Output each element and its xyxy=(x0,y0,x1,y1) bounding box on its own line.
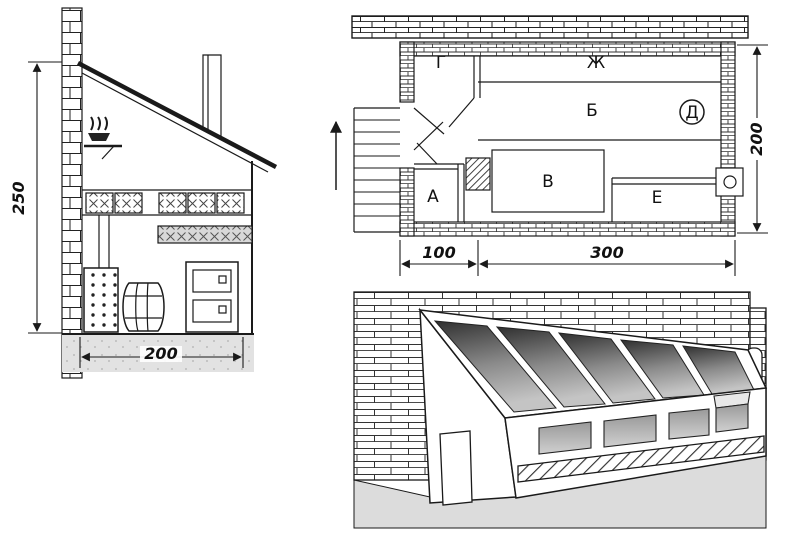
window-1 xyxy=(538,421,592,455)
site-wall-band xyxy=(351,15,749,39)
room-label-b: Б xyxy=(586,101,598,121)
roof-glass-panels xyxy=(433,320,755,413)
plan-depth-dimension: 200 xyxy=(737,44,768,234)
floor-plan: Г Ж Б Д А В Е 200 100 300 xyxy=(330,15,768,276)
plan-partitions xyxy=(413,56,744,222)
plan-width-dimensions: 100 300 xyxy=(399,240,736,276)
dim-label-depth: 200 xyxy=(747,122,766,155)
drawer-cabinet xyxy=(185,261,239,333)
dim-label-entry: 100 xyxy=(422,243,455,262)
insulation-blocks xyxy=(85,192,245,214)
ceiling-slab xyxy=(157,225,253,244)
room-label-a: А xyxy=(427,187,439,207)
vent-window xyxy=(715,403,749,433)
section-view: 250 200 xyxy=(9,7,278,379)
width-dimension: 200 xyxy=(79,337,244,368)
height-dimension: 250 xyxy=(9,61,62,334)
room-label-d: Д xyxy=(685,103,698,123)
plan-outer-walls xyxy=(399,41,736,237)
dim-label-main: 300 xyxy=(590,243,623,262)
brick-wall xyxy=(61,7,83,379)
heater-right xyxy=(715,167,744,197)
stove xyxy=(83,267,119,333)
window-3 xyxy=(668,408,710,440)
front-windows xyxy=(538,391,751,455)
water-barrel xyxy=(122,282,165,332)
room-label-zh: Ж xyxy=(587,53,605,73)
stairs xyxy=(353,107,400,233)
chimney xyxy=(202,54,222,139)
entrance-door xyxy=(439,430,473,506)
roof-underside xyxy=(81,72,269,173)
decor-band xyxy=(517,435,765,483)
window-2 xyxy=(603,414,657,448)
room-d-circle xyxy=(679,99,705,125)
perspective-view xyxy=(353,291,768,529)
room-label-v: В xyxy=(542,172,554,192)
roof-slope xyxy=(76,61,278,169)
stove-flue xyxy=(98,215,110,268)
steam-glyph xyxy=(88,116,110,141)
heater-small xyxy=(465,157,491,191)
room-label-g: Г xyxy=(436,53,446,73)
loft-shelf xyxy=(84,144,122,160)
dim-label-height: 250 xyxy=(9,181,28,214)
room-label-e: Е xyxy=(652,188,663,208)
dim-label-width: 200 xyxy=(144,344,177,363)
bench-v xyxy=(491,149,605,213)
